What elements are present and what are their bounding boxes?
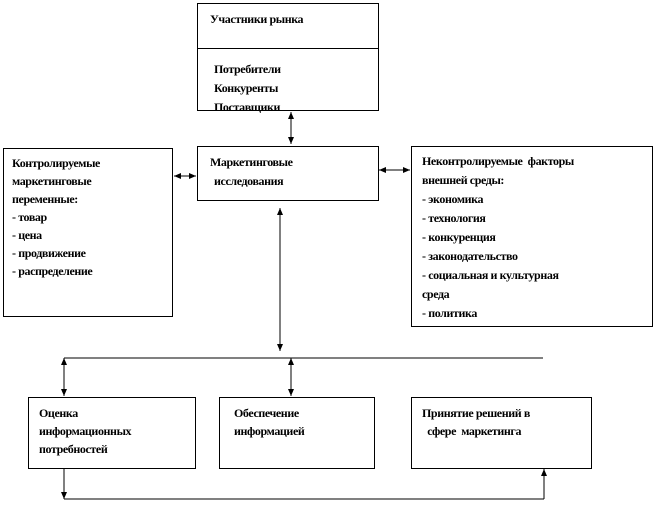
list-item: - товар bbox=[12, 210, 47, 224]
list-item: - распределение bbox=[12, 264, 93, 278]
box-title: Обеспечение bbox=[234, 406, 299, 420]
decision-making-box: Принятие решений в сфере маркетинга bbox=[411, 397, 592, 469]
list-item: - законодательство bbox=[422, 249, 518, 263]
market-participants-box: Участники рынка Потребители Конкуренты П… bbox=[197, 3, 379, 114]
list-item: - политика bbox=[422, 306, 477, 320]
needs-assessment-box: Оценка информационных потребностей bbox=[28, 397, 196, 469]
box-title: информацией bbox=[234, 424, 305, 438]
box-title: Маркетинговые bbox=[210, 155, 293, 169]
list-item: - социальная и культурная bbox=[422, 268, 559, 282]
marketing-research-box: Маркетинговые исследования bbox=[197, 146, 379, 201]
box-title: Контролируемые bbox=[12, 156, 100, 170]
divider bbox=[198, 48, 378, 49]
box-title: маркетинговые bbox=[12, 174, 92, 188]
box-title: исследования bbox=[214, 174, 284, 188]
list-item: - продвижение bbox=[12, 246, 86, 260]
list-item: - экономика bbox=[422, 192, 484, 206]
box-title: сфере маркетинга bbox=[422, 424, 522, 438]
information-supply-box: Обеспечение информацией bbox=[219, 397, 375, 469]
list-item: - технология bbox=[422, 211, 486, 225]
box-title: Оценка bbox=[39, 406, 78, 420]
box-title: внешней среды: bbox=[422, 173, 505, 187]
list-item: Потребители bbox=[214, 62, 281, 76]
list-item: Конкуренты bbox=[214, 81, 278, 95]
controllable-variables-box: Контролируемые маркетинговые переменные:… bbox=[3, 148, 173, 317]
box-title: переменные: bbox=[12, 192, 78, 206]
list-item: - конкуренция bbox=[422, 230, 496, 244]
box-title: информационных bbox=[39, 424, 132, 438]
uncontrollable-factors-box: Неконтролируемые факторы внешней среды: … bbox=[411, 146, 653, 327]
box-title: Неконтролируемые факторы bbox=[422, 154, 574, 168]
box-title: Принятие решений в bbox=[422, 406, 530, 420]
list-item: - цена bbox=[12, 228, 42, 242]
list-item: среда bbox=[422, 287, 450, 301]
box-title: Участники рынка bbox=[210, 12, 304, 26]
box-title: потребностей bbox=[39, 442, 108, 456]
list-item: Поставщики bbox=[214, 100, 281, 114]
